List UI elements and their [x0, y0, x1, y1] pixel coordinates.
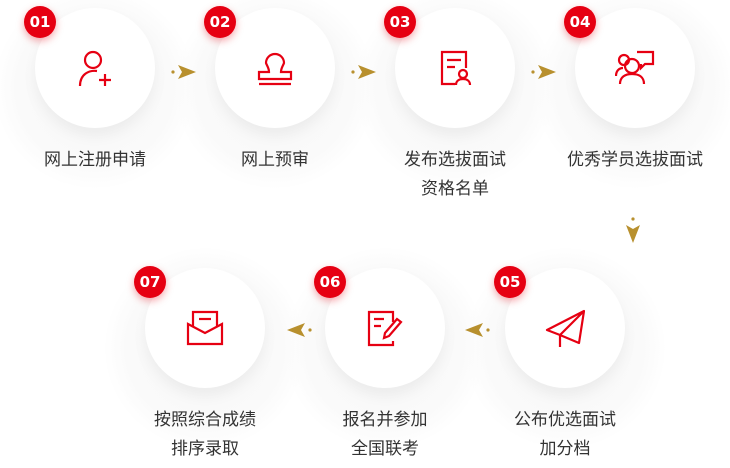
arrow-right-icon — [171, 65, 196, 79]
step-02: 02 网上预审 — [175, 0, 375, 208]
step-label: 发布选拔面试资格名单 — [404, 150, 506, 199]
step-number-badge: 05 — [494, 266, 526, 298]
arrow-left-icon — [465, 323, 490, 337]
step-number-badge: 02 — [204, 6, 236, 38]
step-label: 网上注册申请 — [44, 150, 146, 170]
arrow-right-icon — [531, 65, 556, 79]
step-06: 06 报名并参加全国联考 — [285, 248, 485, 468]
envelope-icon — [186, 310, 224, 346]
step-05: 05 公布优选面试加分档 — [465, 248, 665, 468]
arrow-left-icon — [287, 323, 312, 337]
step-number-badge: 03 — [384, 6, 416, 38]
arrow-right-icon — [351, 65, 376, 79]
document-pen-icon — [367, 310, 403, 347]
step-label: 优秀学员选拔面试 — [567, 150, 703, 170]
step-label: 公布优选面试加分档 — [514, 410, 616, 459]
step-01: 01 网上注册申请 — [0, 0, 195, 208]
step-04: 04 优秀学员选拔面试 — [535, 0, 730, 208]
arrow-down-icon — [626, 217, 640, 243]
group-chat-icon — [615, 50, 655, 85]
step-label: 按照综合成绩排序录取 — [154, 410, 256, 459]
step-number-badge: 07 — [134, 266, 166, 298]
step-number-badge: 04 — [564, 6, 596, 38]
step-number-badge: 06 — [314, 266, 346, 298]
user-add-icon — [78, 50, 111, 87]
step-label: 网上预审 — [241, 150, 309, 170]
stamp-icon — [257, 52, 293, 86]
step-03: 03 发布选拔面试资格名单 — [355, 0, 555, 208]
paper-plane-icon — [545, 309, 585, 347]
step-number-badge: 01 — [24, 6, 56, 38]
step-label: 报名并参加全国联考 — [342, 410, 428, 459]
document-person-icon — [440, 50, 472, 86]
step-07: 07 按照综合成绩排序录取 — [105, 248, 305, 468]
